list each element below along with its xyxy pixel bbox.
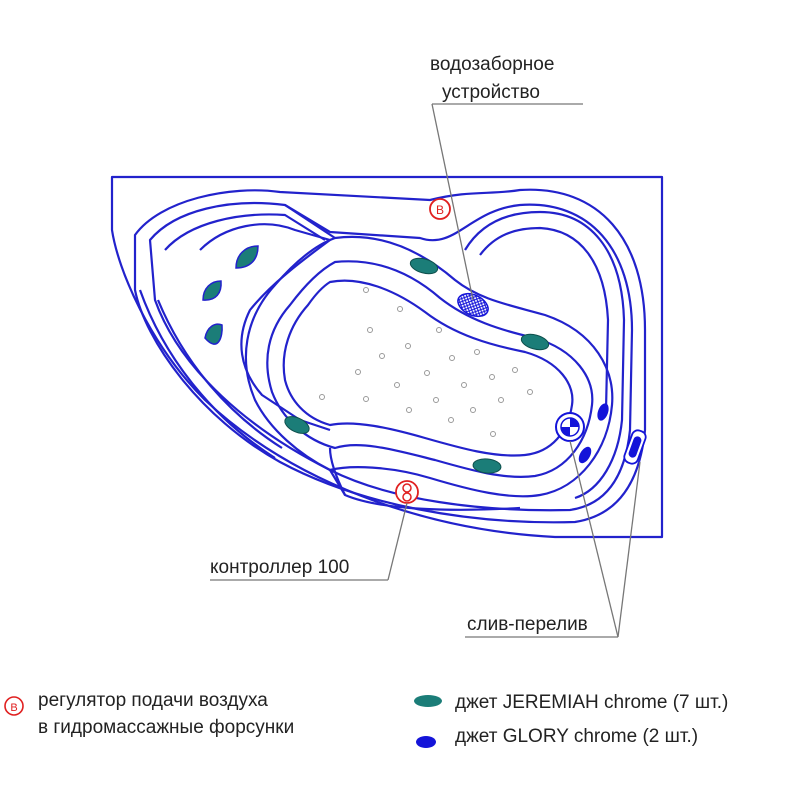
tub-outer-rim: [110, 175, 664, 539]
tub-right-loop: [464, 210, 626, 500]
glory-jet: [597, 403, 609, 421]
tub-basin-outer: [244, 235, 614, 498]
jeremiah-jet: [235, 245, 259, 269]
label-drain-overflow: слив-перелив: [467, 614, 588, 635]
air-regulator-top-symbol: B: [436, 203, 444, 217]
legend-air-regulator-icon: B: [4, 696, 24, 716]
tub-basin-inner: [266, 260, 594, 478]
label-controller: контроллер 100: [210, 557, 349, 578]
air-nozzles: [319, 287, 533, 437]
tub-left-curve-1: [138, 289, 276, 459]
tub-left-curve-2: [156, 299, 283, 449]
jeremiah-jet: [520, 333, 550, 351]
jeremiah-jet: [472, 458, 502, 474]
tub-inner-rim: [133, 188, 647, 524]
jeremiah-jets: [202, 245, 550, 474]
water-intake-icon: [457, 292, 489, 318]
tub-basin-floor: [282, 279, 574, 457]
jeremiah-jet: [202, 280, 222, 301]
label-water-intake-line2: устройство: [442, 82, 540, 103]
label-water-intake-line1: водозаборное: [430, 54, 554, 75]
overflow-icon: [623, 429, 647, 465]
tub-bottom-divider: [329, 469, 521, 511]
tub-bottom-curve: [328, 447, 346, 496]
legend-air-regulator-line1: регулятор подачи воздуха: [38, 690, 268, 711]
tub-seat-line: [164, 213, 326, 251]
glory-jet: [578, 446, 592, 464]
air-regulator-top: B: [429, 198, 451, 220]
controller-100-icon: [395, 480, 419, 504]
jeremiah-jet: [284, 416, 310, 434]
legend: B регулятор подачи воздуха в гидромассаж…: [4, 690, 728, 748]
glory-jets: [578, 403, 609, 464]
legend-air-regulator-line2: в гидромассажные форсунки: [38, 717, 294, 738]
leader-lines: [210, 103, 641, 638]
legend-glory-icon: [416, 736, 436, 748]
legend-jeremiah-label: джет JEREMIAH chrome (7 шт.): [455, 692, 728, 713]
legend-air-regulator-symbol: B: [10, 702, 17, 714]
legend-glory-label: джет GLORY chrome (2 шт.): [455, 726, 698, 747]
tub-right-loop-inner: [479, 226, 610, 411]
drain-icon: [555, 412, 585, 442]
jeremiah-jet: [204, 323, 223, 345]
tub-seat-divider: [284, 204, 336, 239]
legend-jeremiah-icon: [414, 695, 442, 707]
jeremiah-jet: [409, 257, 439, 275]
tub-ledge: [148, 202, 634, 512]
tub-outline: [110, 175, 664, 539]
